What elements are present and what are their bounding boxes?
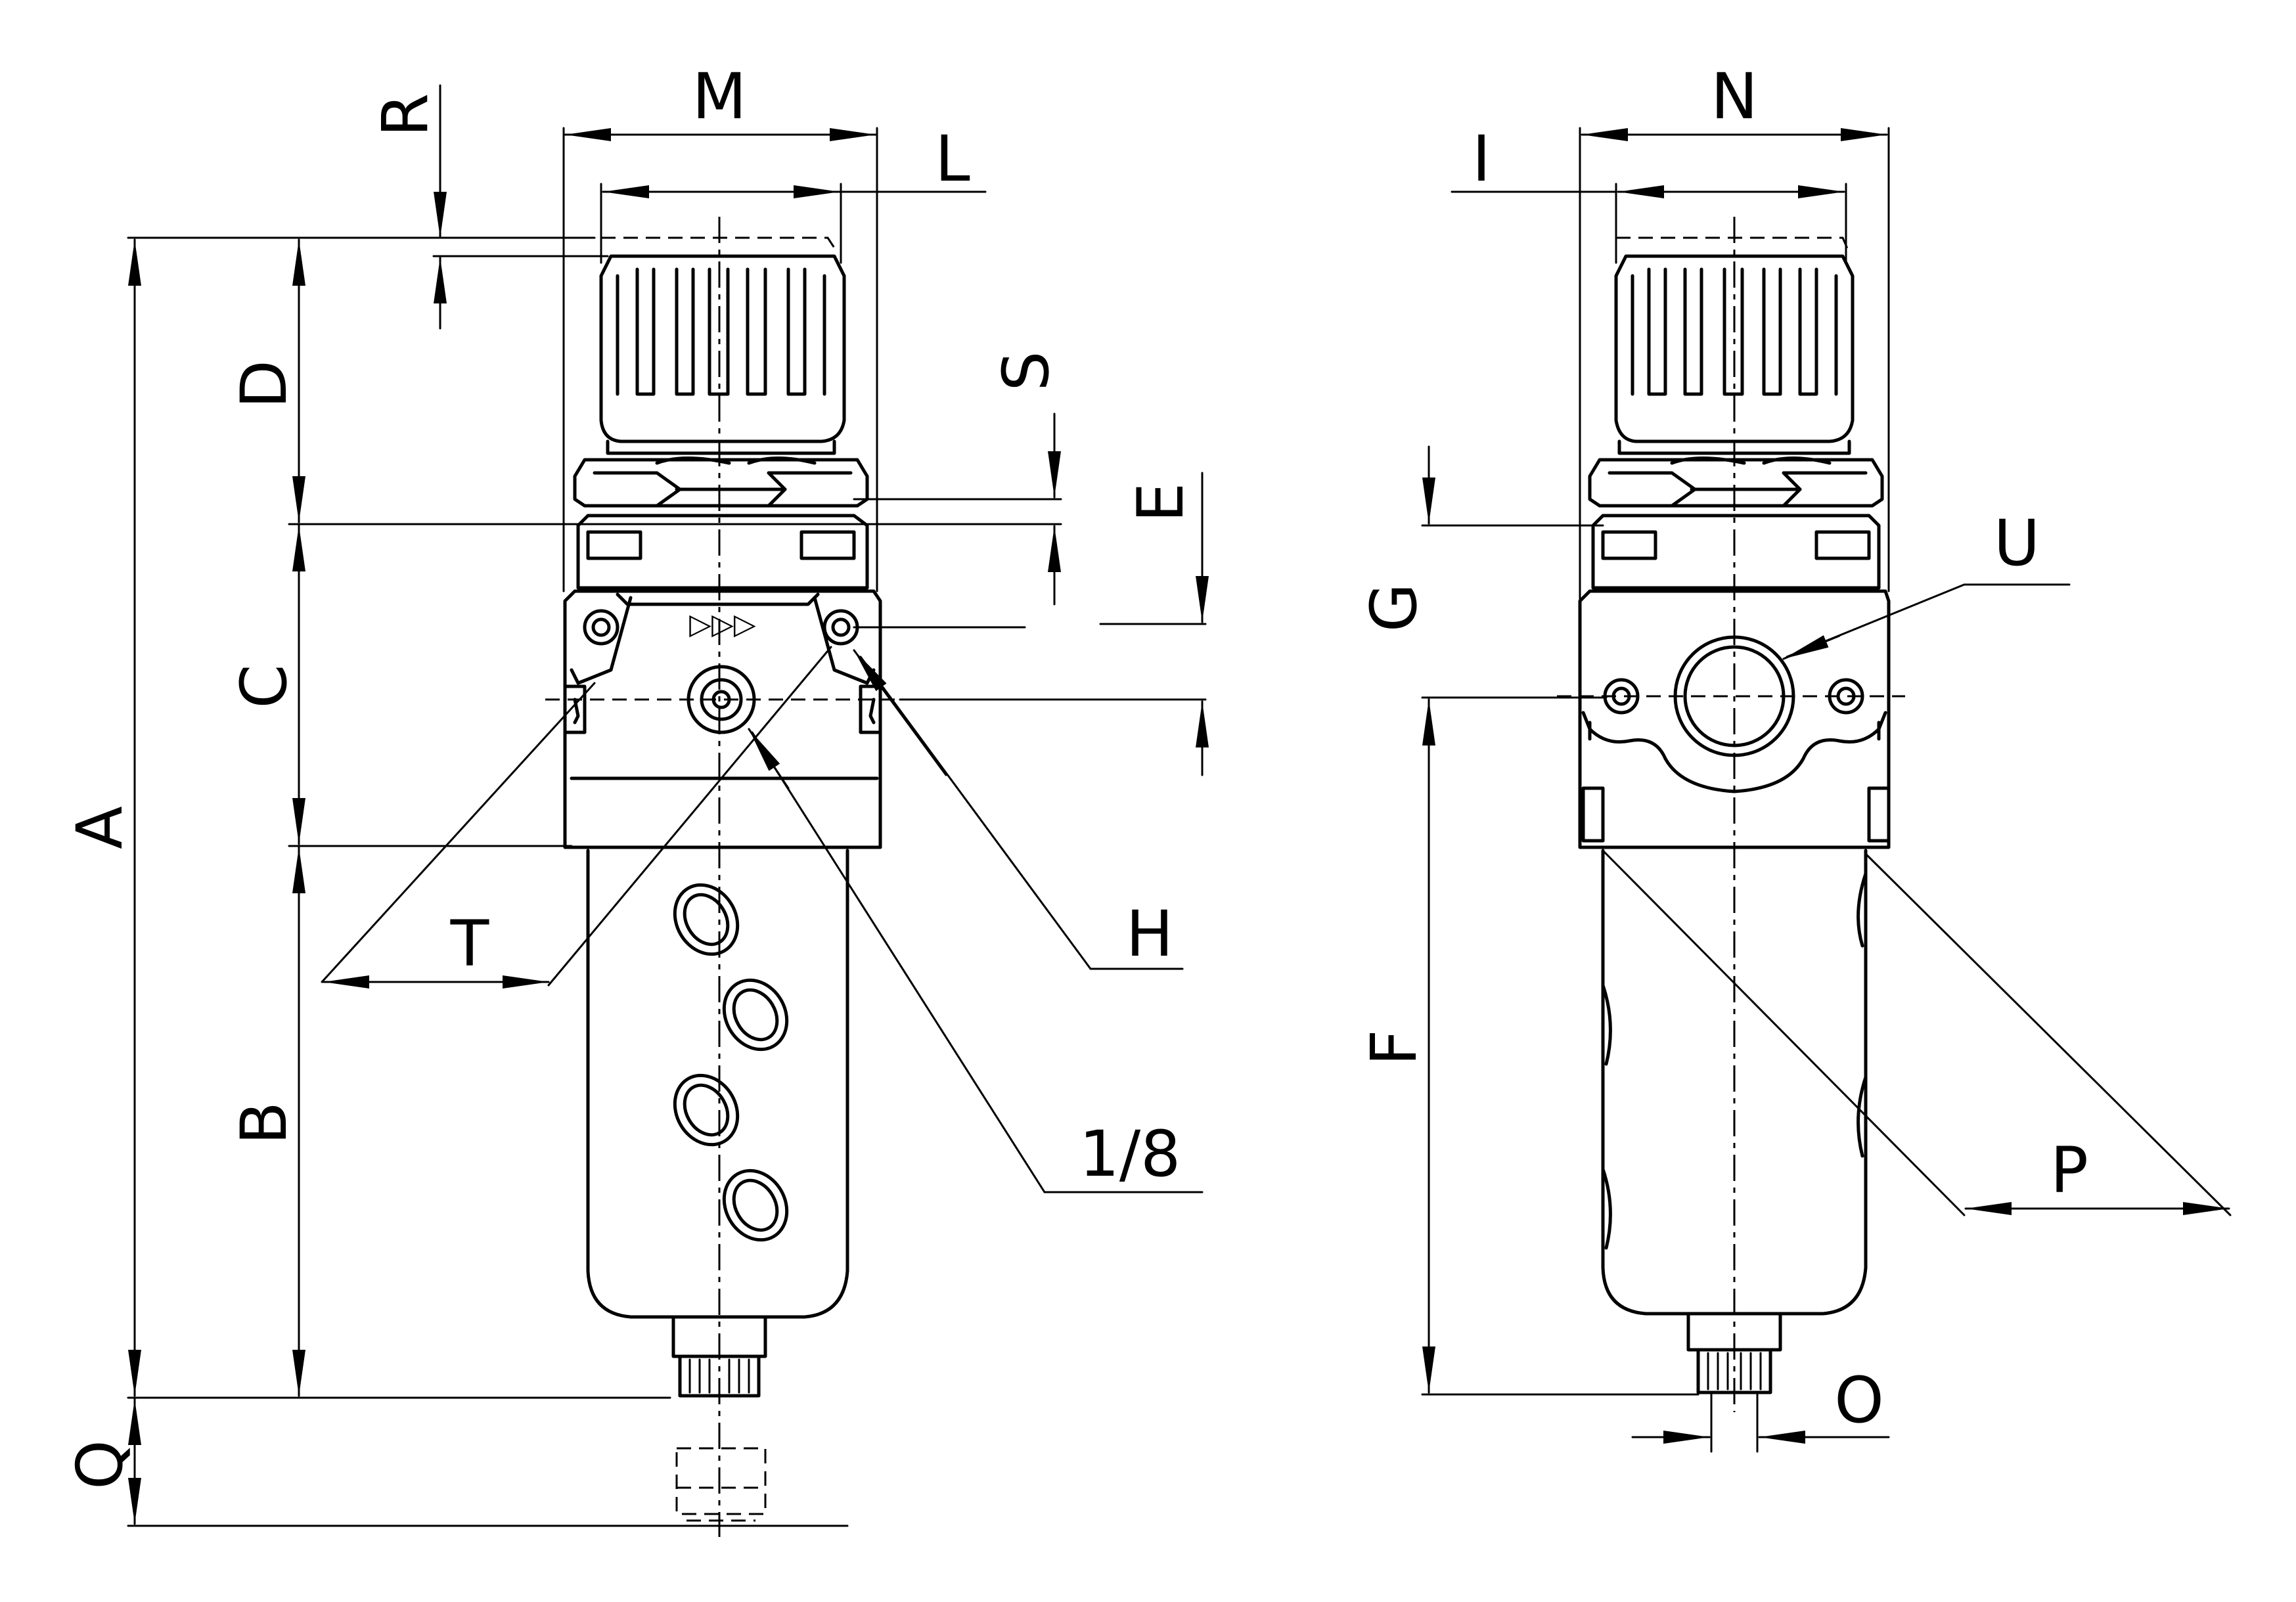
label-N: N [1711,60,1758,133]
labels: A D C B Q R M L S E T H 1/8 N I G F U P … [63,60,2088,1490]
label-S: S [989,351,1063,391]
label-C: C [227,664,301,708]
knob-ribs [616,267,826,396]
label-O: O [1834,1364,1884,1437]
label-H: H [1126,897,1173,971]
flow-direction-symbol: ▷▷▷ [689,608,756,641]
label-B: B [227,1101,301,1145]
front-view [545,217,900,1537]
label-U: U [1994,506,2040,580]
side-knob-ribs [1631,267,1838,396]
label-L: L [935,122,970,196]
label-E: E [1124,483,1198,523]
label-T: T [450,907,489,981]
side-view [1557,217,1905,1412]
label-G: G [1357,583,1431,632]
label-I: I [1472,122,1491,196]
label-F: F [1357,1029,1431,1065]
bowl-windows [673,883,789,1242]
label-M: M [692,60,747,133]
label-Q: Q [63,1440,137,1490]
label-A: A [63,806,137,849]
dimensions [127,84,2232,1527]
label-D: D [227,360,301,409]
label-port: 1/8 [1079,1117,1181,1191]
label-P: P [2050,1134,2088,1207]
label-R: R [369,93,442,137]
